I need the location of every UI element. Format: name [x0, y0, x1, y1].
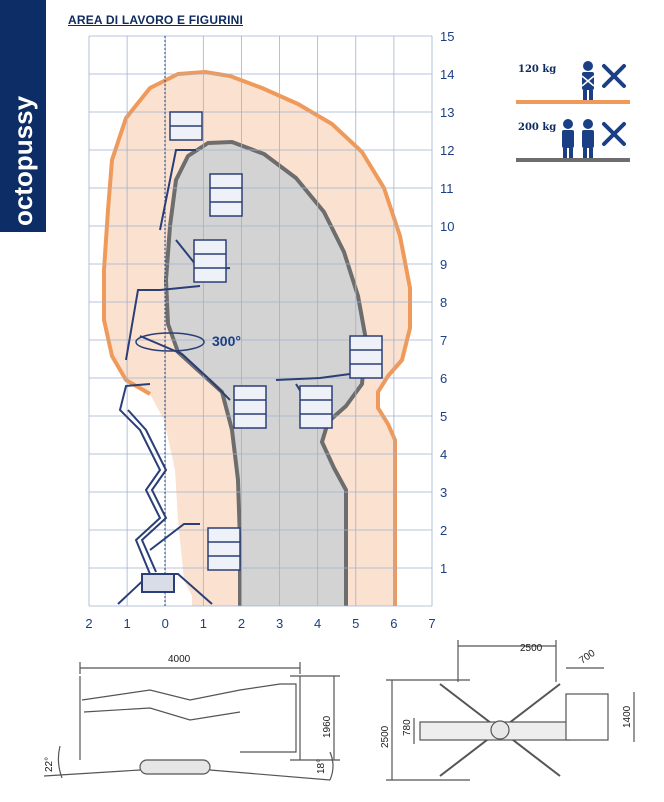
rotation-ellipse: [135, 332, 205, 352]
y-tick-label: 3: [440, 485, 447, 500]
y-tick-label: 4: [440, 447, 447, 462]
legend-200kg-label: 200 kg: [518, 122, 556, 133]
operator-icon: [581, 61, 595, 102]
tools-icon: [602, 64, 626, 88]
y-tick-label: 12: [440, 143, 454, 158]
dimension-rear-angle: 18°: [316, 759, 327, 774]
y-tick-label: 11: [440, 181, 454, 196]
dimension-side-height: 1960: [322, 715, 333, 738]
rotation-label: 300°: [212, 333, 241, 349]
dimension-platform-width: 700: [577, 648, 597, 667]
x-axis-ticks: 2 1 0 1 2 3 4 5 6 7: [85, 616, 435, 631]
x-tick-label: 6: [390, 616, 397, 631]
brand-label: octopussy 1412: [8, 3, 46, 226]
y-tick-label: 9: [440, 257, 447, 272]
y-tick-label: 2: [440, 523, 447, 538]
section-title: AREA DI LAVORO E FIGURINI: [68, 13, 244, 27]
baskets-drawing: [169, 111, 383, 571]
tools-icon: [602, 122, 626, 146]
x-tick-label: 1: [123, 616, 130, 631]
legend-120kg-label: 120 kg: [518, 64, 556, 75]
top-view-drawing: [386, 640, 635, 781]
dimension-track-width: 780: [402, 719, 413, 736]
dimension-side-length: 4000: [168, 654, 191, 665]
side-view-drawing: [43, 662, 340, 781]
y-tick-label: 13: [440, 105, 454, 120]
y-tick-label: 15: [440, 29, 454, 44]
x-tick-label: 4: [314, 616, 321, 631]
x-tick-label: 0: [162, 616, 169, 631]
brand-tab: [0, 0, 46, 232]
y-tick-label: 8: [440, 295, 447, 310]
x-tick-label: 5: [352, 616, 359, 631]
machine-base-drawing: [117, 383, 213, 605]
dimension-front-angle: 22°: [44, 757, 55, 772]
x-tick-label: 3: [276, 616, 283, 631]
brand-code: 1412: [22, 3, 46, 52]
y-tick-label: 10: [440, 219, 454, 234]
y-tick-label: 14: [440, 67, 454, 82]
legend-200kg: 200 kg: [516, 119, 630, 162]
x-tick-label: 2: [85, 616, 92, 631]
legend-120kg: 120 kg: [516, 61, 630, 104]
dimension-platform-length: 1400: [622, 705, 633, 728]
x-tick-label: 1: [200, 616, 207, 631]
y-tick-label: 1: [440, 561, 447, 576]
brand-model: octopussy: [8, 95, 38, 226]
zone-120kg-outline: [102, 70, 412, 606]
y-tick-label: 7: [440, 333, 447, 348]
x-tick-label: 7: [428, 616, 435, 631]
dimension-top-width: 2500: [520, 643, 543, 654]
operator-icon: [562, 119, 594, 160]
y-tick-label: 6: [440, 371, 447, 386]
x-tick-label: 2: [238, 616, 245, 631]
dimension-top-length: 2500: [380, 725, 391, 748]
y-tick-label: 5: [440, 409, 447, 424]
